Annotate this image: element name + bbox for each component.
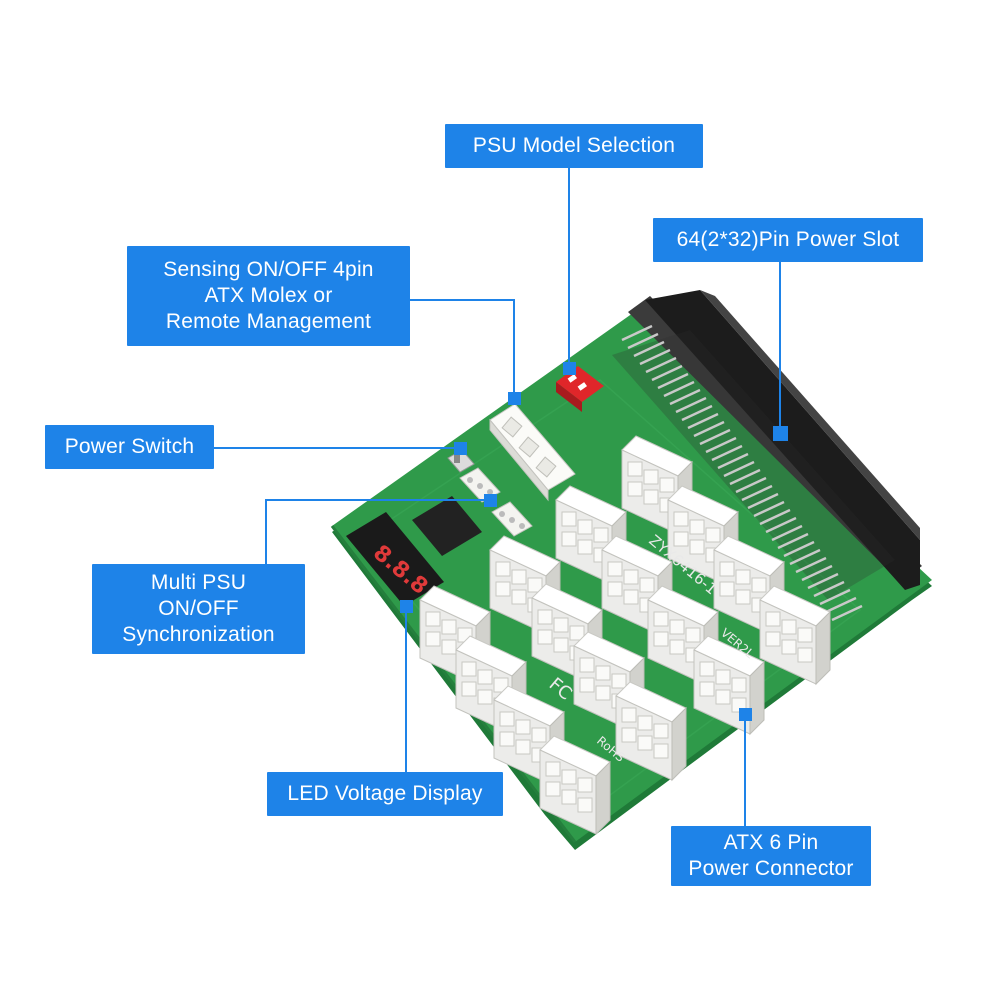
callout-power-switch: Power Switch xyxy=(45,425,214,469)
leader-multi-psu xyxy=(265,499,490,564)
leader-sensing xyxy=(410,299,515,400)
callout-sensing-line3: Remote Management xyxy=(165,310,372,333)
callout-multi-psu-line3: Synchronization xyxy=(122,623,275,646)
callout-multi-psu: Multi PSU ON/OFF Synchronization xyxy=(92,564,305,654)
small-headers xyxy=(459,467,533,537)
callout-sensing-line2: ATX Molex or xyxy=(204,284,333,307)
callout-sensing-line1: Sensing ON/OFF 4pin xyxy=(163,258,374,281)
molex-4pin-connector xyxy=(489,403,576,502)
callout-atx-6pin: ATX 6 Pin Power Connector xyxy=(671,826,871,886)
led-display-module: 8.8.8 xyxy=(346,496,482,606)
callout-power-slot: 64(2*32)Pin Power Slot xyxy=(653,218,923,262)
callout-multi-psu-line2: ON/OFF xyxy=(158,597,239,620)
leader-lines xyxy=(214,168,781,826)
callout-psu-model-selection: PSU Model Selection xyxy=(445,124,703,168)
callout-led-voltage-display: LED Voltage Display xyxy=(267,772,503,816)
callout-multi-psu-line1: Multi PSU xyxy=(150,571,247,594)
callout-led-voltage-display-text: LED Voltage Display xyxy=(287,782,483,805)
slot-pins xyxy=(621,324,863,622)
callout-atx-line2: Power Connector xyxy=(688,857,854,880)
callout-atx-line1: ATX 6 Pin xyxy=(723,831,819,854)
callout-power-slot-text: 64(2*32)Pin Power Slot xyxy=(676,228,900,251)
callout-sensing-on-off: Sensing ON/OFF 4pin ATX Molex or Remote … xyxy=(127,246,410,346)
callout-power-switch-text: Power Switch xyxy=(64,435,195,458)
callout-psu-model-selection-text: PSU Model Selection xyxy=(472,134,676,157)
leader-arrowheads xyxy=(400,362,788,721)
